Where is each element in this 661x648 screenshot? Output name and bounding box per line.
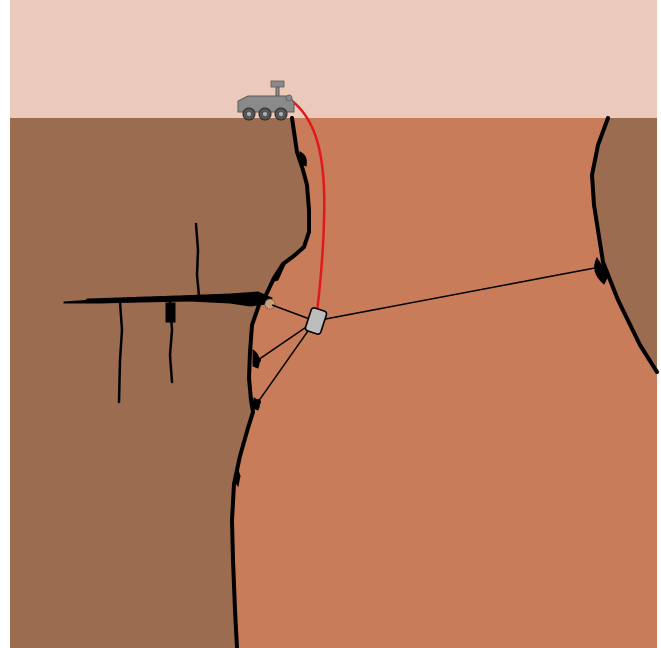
rock-anchor-icon: [597, 264, 603, 270]
probe-body: [304, 307, 328, 335]
rock-anchor-icon: [264, 298, 276, 310]
rock-anchor-icon: [255, 357, 261, 363]
rover-camera: [270, 80, 285, 88]
rover-hub: [247, 112, 251, 116]
rover-hub: [279, 112, 283, 116]
rover-hub: [263, 112, 267, 116]
anchor-line: [314, 266, 601, 322]
fracture-vertical: [117, 300, 124, 404]
anchor-line: [257, 320, 316, 403]
cliff-bump: [271, 261, 287, 283]
rover-icon: [237, 80, 295, 121]
left-cliff-edge: [230, 116, 311, 648]
tether-cable: [287, 96, 326, 313]
cliff-bump: [594, 256, 609, 285]
crack-main: [85, 293, 271, 304]
anchored-probe-icon: [304, 307, 328, 335]
sky: [10, 0, 657, 118]
rover-mast: [275, 85, 280, 97]
fracture-vertical: [194, 222, 201, 298]
canyon-void: [232, 118, 657, 648]
cliff-bump: [234, 468, 241, 488]
fracture-knot: [165, 302, 176, 323]
cliff-bump: [299, 151, 307, 167]
cliff-rock-right: [592, 118, 657, 372]
rock-anchor-icon: [255, 399, 261, 405]
rover-arm-joint: [285, 94, 293, 102]
right-cliff-edge: [590, 116, 659, 374]
